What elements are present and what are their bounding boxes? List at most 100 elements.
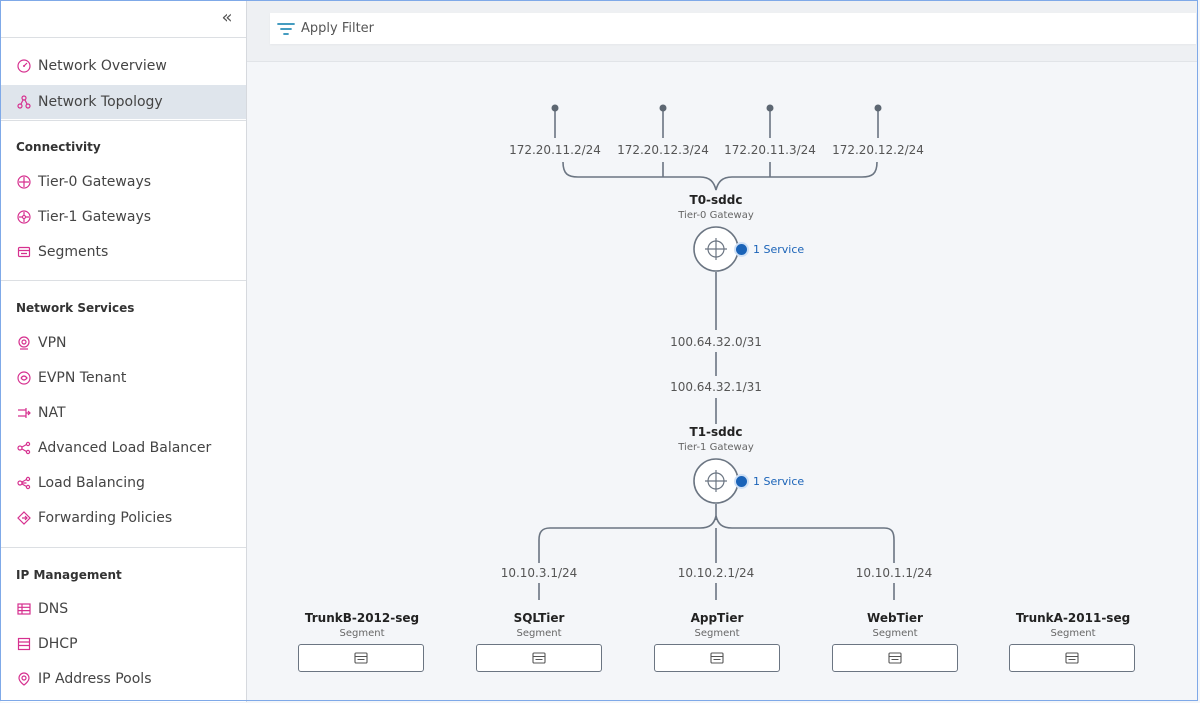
uplink-ip: 172.20.11.3/24: [724, 143, 816, 157]
sidebar-item-dns[interactable]: DNS: [1, 592, 246, 626]
segment-name[interactable]: TrunkB-2012-seg: [304, 611, 420, 625]
double-chevron-left-icon[interactable]: «: [221, 7, 233, 28]
gauge-icon: [17, 59, 31, 73]
segment-icon: [354, 652, 368, 664]
apply-filter-label[interactable]: Apply Filter: [301, 21, 375, 36]
section-title-ip-management: IP Management: [16, 568, 122, 582]
dhcp-icon: [17, 637, 31, 651]
topology-icon: [17, 95, 31, 109]
tier0-gateway-type: Tier-0 Gateway: [678, 210, 754, 221]
dns-icon: [17, 602, 31, 616]
sidebar-item-network-overview[interactable]: Network Overview: [1, 49, 246, 83]
segment-name[interactable]: TrunkA-2011-seg: [1015, 611, 1131, 625]
uplink-endpoint: [874, 104, 882, 112]
filter-icon: [277, 22, 295, 35]
sidebar-item-label: Advanced Load Balancer: [38, 440, 212, 456]
uplink-ip: 172.20.12.2/24: [832, 143, 924, 157]
load-balancing-icon: [17, 476, 31, 490]
tier0-gateway-node[interactable]: [693, 226, 739, 272]
sidebar-item-tier0-gateways[interactable]: Tier-0 Gateways: [1, 165, 246, 199]
segment-node-webtier[interactable]: [832, 644, 958, 672]
sidebar-item-label: Forwarding Policies: [38, 510, 173, 526]
sidebar-item-segments[interactable]: Segments: [1, 235, 246, 269]
segment-icon: [532, 652, 546, 664]
sidebar-item-label: Network Topology: [38, 94, 163, 110]
uplink-ip: 172.20.11.2/24: [509, 143, 601, 157]
segment-icon: [888, 652, 902, 664]
segment-icon: [1065, 652, 1079, 664]
uplink-endpoint: [659, 104, 667, 112]
sidebar-item-tier1-gateways[interactable]: Tier-1 Gateways: [1, 200, 246, 234]
segment-node-apptier[interactable]: [654, 644, 780, 672]
nat-icon: [17, 406, 31, 420]
tier1-service-badge[interactable]: 1 Service: [734, 474, 804, 489]
sidebar-item-label: EVPN Tenant: [38, 370, 127, 386]
segment-name[interactable]: AppTier: [690, 611, 744, 625]
sidebar-item-label: Tier-1 Gateways: [38, 209, 152, 225]
tier1-gateway-name[interactable]: T1-sddc: [689, 425, 743, 439]
tier1-gateway-node[interactable]: [693, 458, 739, 504]
sidebar-item-network-topology[interactable]: Network Topology: [1, 85, 246, 119]
sidebar: « Network Overview Network Topology Conn…: [1, 1, 247, 702]
sidebar-item-label: DNS: [38, 601, 69, 617]
segment-name[interactable]: SQLTier: [513, 611, 565, 625]
sidebar-divider: [1, 120, 246, 121]
transit-ip-t0: 100.64.32.0/31: [670, 335, 762, 349]
tier1-gateway-type: Tier-1 Gateway: [678, 442, 754, 453]
segment-node-sqltier[interactable]: [476, 644, 602, 672]
sidebar-item-label: Network Overview: [38, 58, 167, 74]
sidebar-item-label: NAT: [38, 405, 66, 421]
uplink-ip: 172.20.12.3/24: [617, 143, 709, 157]
segment-bus: [538, 515, 895, 563]
segment-name[interactable]: WebTier: [867, 611, 923, 625]
segment-ip: 10.10.3.1/24: [500, 566, 578, 580]
filter-bar[interactable]: Apply Filter: [270, 13, 1196, 44]
sidebar-item-dhcp[interactable]: DHCP: [1, 627, 246, 661]
sidebar-item-evpn-tenant[interactable]: EVPN Tenant: [1, 361, 246, 395]
service-dot-icon: [734, 474, 749, 489]
sidebar-item-advanced-load-balancer[interactable]: Advanced Load Balancer: [1, 431, 246, 465]
segment-type: Segment: [516, 628, 562, 639]
segment-ip: 10.10.2.1/24: [677, 566, 755, 580]
sidebar-item-label: VPN: [38, 335, 67, 351]
service-count: 1 Service: [753, 243, 805, 256]
section-title-network-services: Network Services: [16, 301, 135, 315]
segment-type: Segment: [872, 628, 918, 639]
sidebar-divider: [1, 37, 246, 38]
advanced-load-balancer-icon: [17, 441, 31, 455]
uplink-endpoint: [551, 104, 559, 112]
segment-type: Segment: [694, 628, 740, 639]
uplink-bracket: [562, 161, 878, 191]
sidebar-item-label: Load Balancing: [38, 475, 145, 491]
sidebar-item-load-balancing[interactable]: Load Balancing: [1, 466, 246, 500]
tier0-gateway-icon: [17, 175, 31, 189]
section-title-connectivity: Connectivity: [16, 140, 101, 154]
sidebar-item-label: DHCP: [38, 636, 78, 652]
segment-icon: [710, 652, 724, 664]
sidebar-divider: [1, 547, 246, 548]
segment-ip: 10.10.1.1/24: [855, 566, 933, 580]
segment-node-trunkb[interactable]: [298, 644, 424, 672]
sidebar-item-label: Segments: [38, 244, 109, 260]
ip-address-pools-icon: [17, 672, 31, 686]
segment-icon: [17, 245, 31, 259]
sidebar-item-label: Tier-0 Gateways: [38, 174, 152, 190]
segment-type: Segment: [1050, 628, 1096, 639]
service-count: 1 Service: [753, 475, 805, 488]
tier0-gateway-name[interactable]: T0-sddc: [689, 193, 743, 207]
sidebar-item-nat[interactable]: NAT: [1, 396, 246, 430]
sidebar-item-forwarding-policies[interactable]: Forwarding Policies: [1, 501, 246, 535]
service-dot-icon: [734, 242, 749, 257]
vpn-icon: [17, 336, 31, 350]
sidebar-item-label: IP Address Pools: [38, 671, 152, 687]
sidebar-divider: [1, 280, 246, 281]
sidebar-item-ip-address-pools[interactable]: IP Address Pools: [1, 662, 246, 696]
transit-ip-t1: 100.64.32.1/31: [670, 380, 762, 394]
tier1-gateway-icon: [17, 210, 31, 224]
tier0-service-badge[interactable]: 1 Service: [734, 242, 804, 257]
sidebar-item-vpn[interactable]: VPN: [1, 326, 246, 360]
forwarding-policies-icon: [17, 511, 31, 525]
segment-type: Segment: [339, 628, 385, 639]
segment-node-trunka[interactable]: [1009, 644, 1135, 672]
